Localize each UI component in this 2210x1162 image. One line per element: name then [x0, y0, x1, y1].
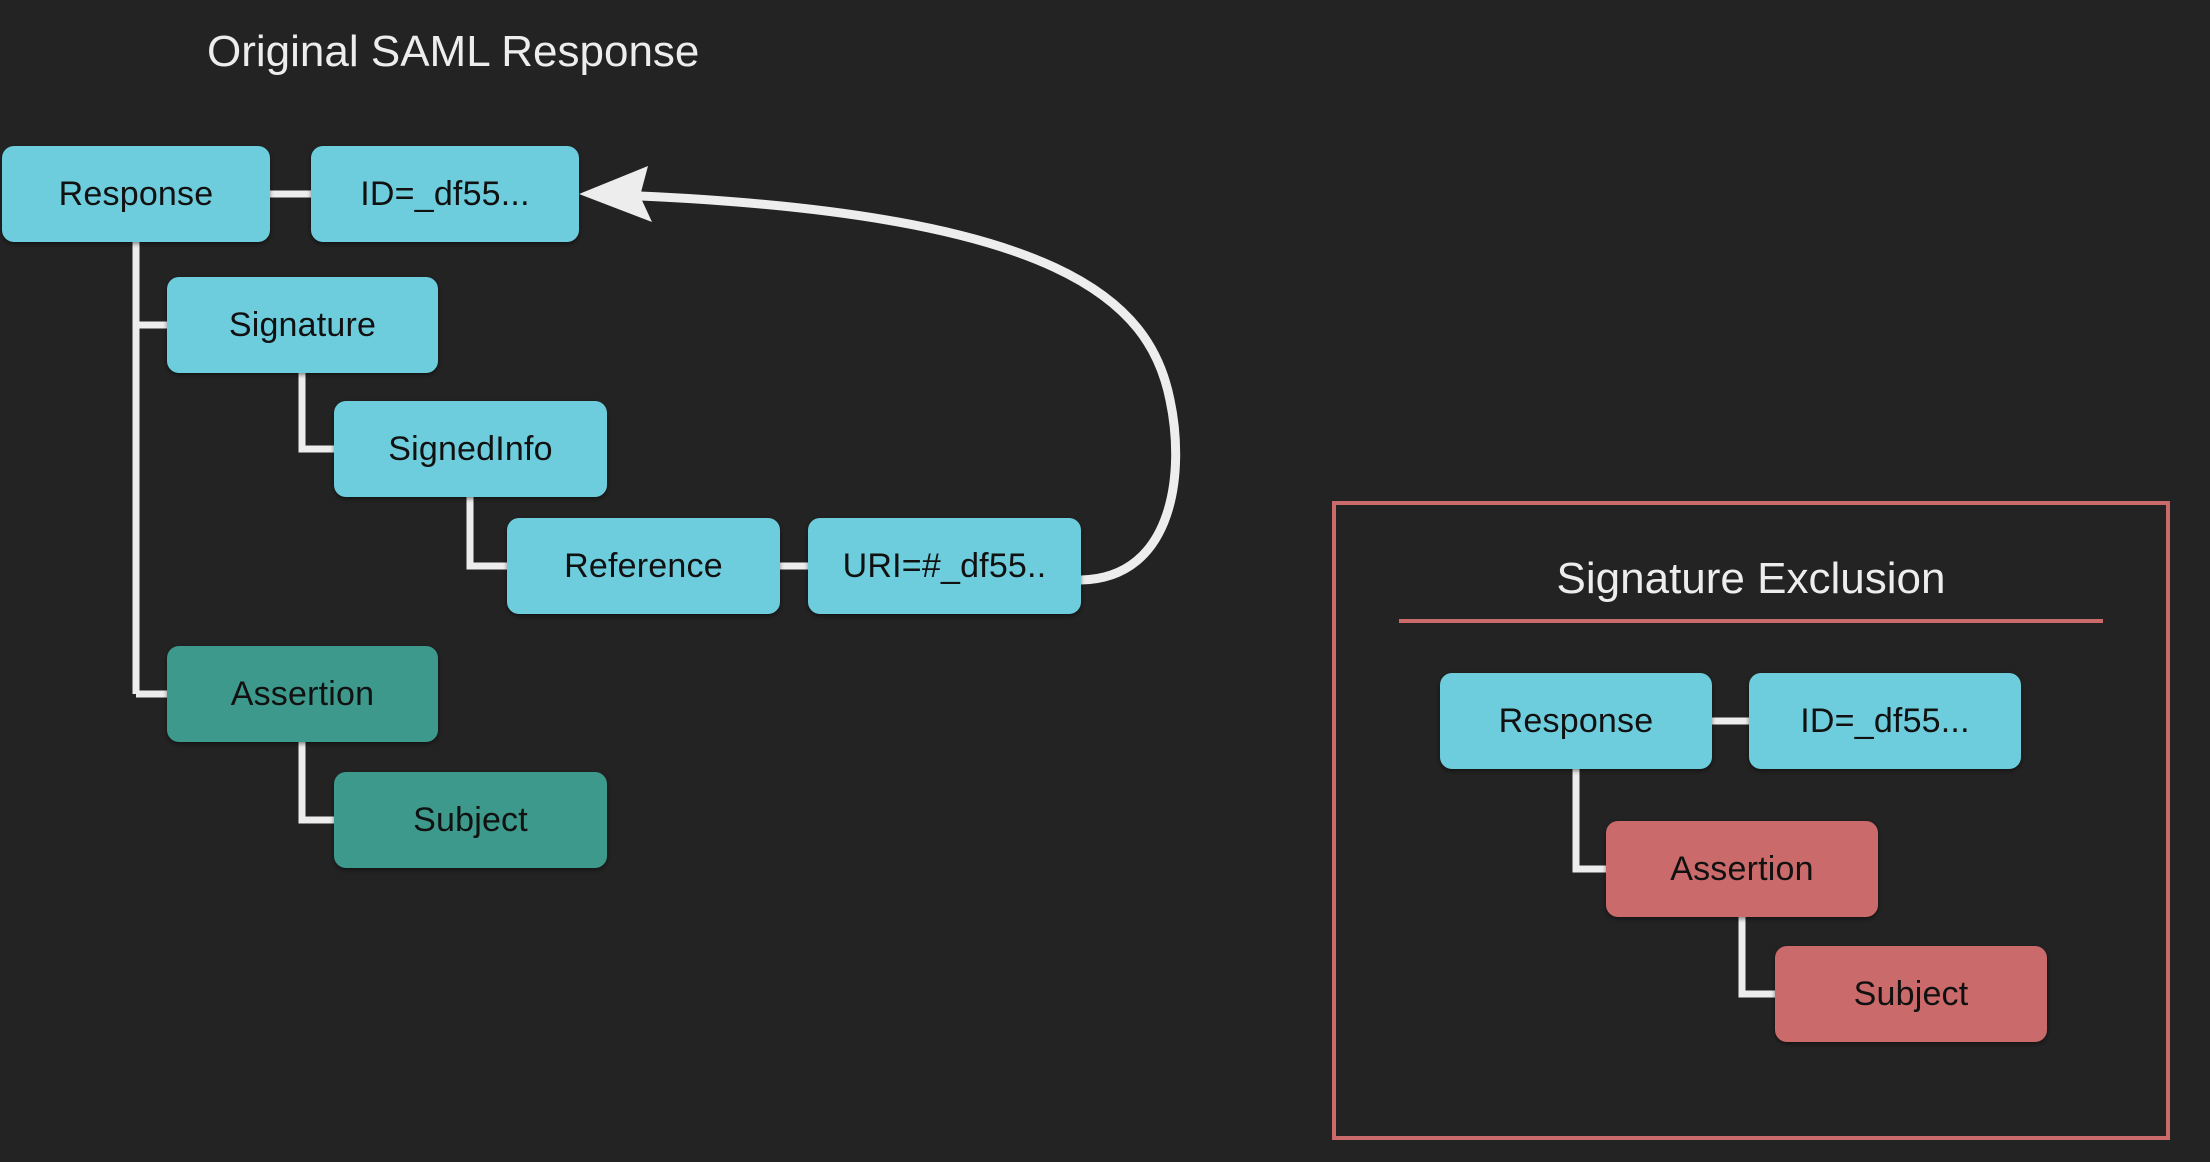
node-subject[interactable]: Subject	[334, 772, 607, 868]
node-subject-excluded[interactable]: Subject	[1775, 946, 2047, 1042]
panel-divider	[1399, 619, 2103, 623]
node-assertion[interactable]: Assertion	[167, 646, 438, 742]
node-id-attribute-excluded[interactable]: ID=_df55...	[1749, 673, 2021, 769]
node-signedinfo[interactable]: SignedInfo	[334, 401, 607, 497]
arrowhead-icon	[579, 166, 652, 222]
node-response-excluded[interactable]: Response	[1440, 673, 1712, 769]
edge-signature-to-signedinfo	[298, 373, 334, 453]
left-diagram-title: Original SAML Response	[207, 27, 700, 76]
node-assertion-excluded[interactable]: Assertion	[1606, 821, 1878, 917]
signature-exclusion-title: Signature Exclusion	[1556, 554, 1946, 603]
node-response[interactable]: Response	[2, 146, 270, 242]
edge-assertion2-to-subject2	[1738, 917, 1775, 998]
node-reference[interactable]: Reference	[507, 518, 780, 614]
edge-signedinfo-to-reference	[466, 497, 507, 570]
edge-assertion-to-subject	[298, 742, 334, 824]
node-signature[interactable]: Signature	[167, 277, 438, 373]
edge-response2-to-assertion2	[1572, 769, 1606, 873]
node-id-attribute[interactable]: ID=_df55...	[311, 146, 579, 242]
signature-exclusion-panel: Signature Exclusion Response ID=_df55...…	[1332, 501, 2170, 1140]
node-uri-attribute[interactable]: URI=#_df55..	[808, 518, 1081, 614]
